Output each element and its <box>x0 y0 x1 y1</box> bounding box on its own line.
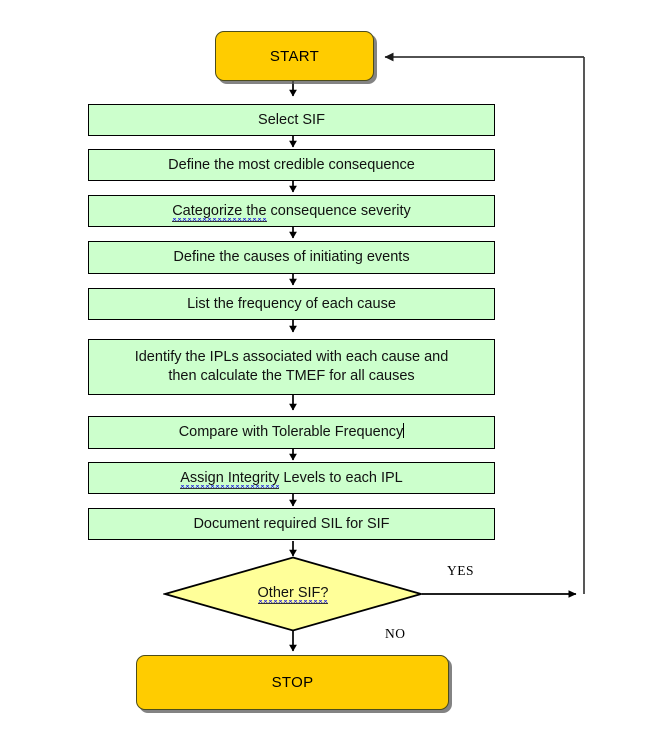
edge-label-yes: YES <box>447 563 475 578</box>
node-decision-spellcheck-run: Other SIF? <box>257 584 329 604</box>
node-step5-label: List the frequency of each cause <box>187 295 396 312</box>
node-step8-label-rest: Levels to each IPL <box>279 469 403 486</box>
node-step8-spellcheck-run: Assign Integrity <box>180 469 280 489</box>
node-step6-line2: then calculate the TMEF for all causes <box>168 368 415 384</box>
node-step6-line1: Identify the IPLs associated with each c… <box>134 349 449 365</box>
node-step9[interactable]: Document required SIL for SIF <box>88 508 495 540</box>
node-step4[interactable]: Define the causes of initiating events <box>88 241 495 274</box>
node-step9-label: Document required SIL for SIF <box>193 515 390 532</box>
node-step6-label: Identify the IPLs associated with each c… <box>135 348 449 386</box>
node-decision-label: Other SIF? <box>163 556 423 632</box>
node-step3[interactable]: Categorize the consequence severity <box>88 195 495 227</box>
edge-label-no: NO <box>385 626 406 641</box>
node-stop[interactable]: STOP <box>136 655 449 710</box>
node-step3-label: Categorize the consequence severity <box>172 202 411 222</box>
node-step7-label-text: Compare with Tolerable Frequency <box>178 424 404 440</box>
node-step3-label-rest: consequence severity <box>266 202 411 219</box>
node-start[interactable]: START <box>215 31 374 81</box>
node-step6[interactable]: Identify the IPLs associated with each c… <box>88 339 495 395</box>
node-step1-label: Select SIF <box>258 111 325 128</box>
node-step3-spellcheck-run: Categorize the <box>172 202 267 222</box>
node-step7-label: Compare with Tolerable Frequency <box>179 423 405 442</box>
node-step2[interactable]: Define the most credible consequence <box>88 149 495 181</box>
node-stop-label: STOP <box>271 674 314 691</box>
node-step7[interactable]: Compare with Tolerable Frequency <box>88 416 495 449</box>
node-step4-label: Define the causes of initiating events <box>173 249 410 265</box>
text-cursor-caret <box>403 423 405 438</box>
node-step8[interactable]: Assign Integrity Levels to each IPL <box>88 462 495 494</box>
node-start-label: START <box>269 47 320 65</box>
node-step8-label: Assign Integrity Levels to each IPL <box>180 469 403 489</box>
node-decision[interactable]: Other SIF? <box>161 556 425 632</box>
node-step5[interactable]: List the frequency of each cause <box>88 288 495 320</box>
node-step1[interactable]: Select SIF <box>88 104 495 136</box>
node-step2-label: Define the most credible consequence <box>168 156 415 173</box>
